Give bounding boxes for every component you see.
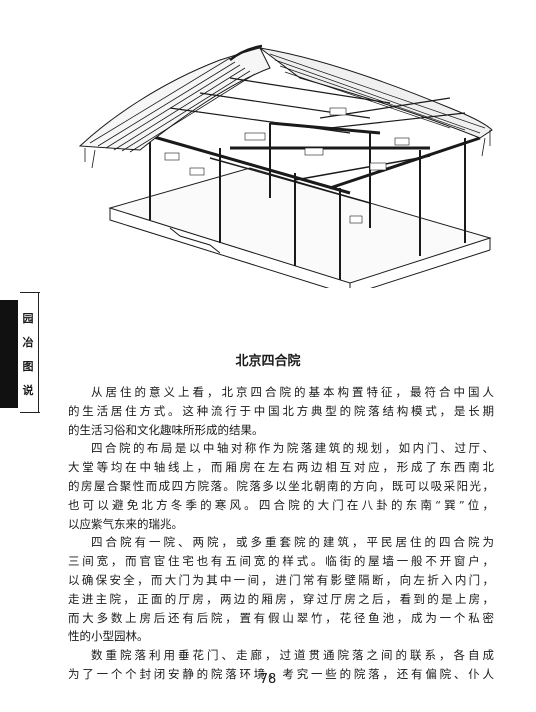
- sidebar-char: 冶: [22, 336, 34, 349]
- sidebar-rule-top: [20, 292, 40, 293]
- text-line: 走进主院，正面的厅房，两边的厢房，穿过厅房之后，看到的是上房，: [68, 591, 494, 606]
- body-text: 从居住的意义上看，北京四合院的基本构置特征，最符合中国人 的生活居住方式。这种流…: [68, 383, 494, 684]
- sidebar-vertical-rule: [38, 292, 39, 412]
- text-line: 而大多数上房后还有后院，置有假山翠竹，花径鱼池，成为一个私密: [68, 610, 494, 625]
- text-line: 的房屋合聚性而成四方院落。院落多以坐北朝南的方向，既可以吸采阳光，: [68, 478, 494, 493]
- section-title: 北京四合院: [235, 354, 301, 369]
- text-line: 大堂等均在中轴线上，而厢房在左右两边相互对应，形成了东西南北: [68, 460, 494, 475]
- chapter-sidebar-tab: 园 冶 图 说: [0, 300, 38, 408]
- sidebar-char: 园: [22, 312, 34, 325]
- text-line: 四合院的布局是以中轴对称作为院落建筑的规划，如内门、过厅、: [91, 441, 494, 456]
- sidebar-rule-bottom: [20, 412, 40, 413]
- text-line: 三间宽，而官宦住宅也有五间宽的样式。临街的屋墙一般不开窗户，: [68, 554, 494, 569]
- text-line: 以应紫气东来的瑞兆。: [68, 516, 183, 531]
- text-line: 也可以避免北方冬季的寒风。四合院的大门在八卦的东南“巽”位，: [68, 497, 494, 512]
- courtyard-frame-illustration: [70, 38, 495, 296]
- text-line: 从居住的意义上看，北京四合院的基本构置特征，最符合中国人: [91, 385, 494, 399]
- sidebar-char: 图: [22, 360, 34, 373]
- text-line: 的生活习俗和文化趣味所形成的结果。: [68, 422, 264, 437]
- text-line: 以确保安全，而大门为其中一间，进门常有影壁隔断，向左折入内门，: [68, 572, 494, 587]
- text-line: 性的小型园林。: [68, 629, 149, 644]
- text-line: 的生活居住方式。这种流行于中国北方典型的院落结构模式，是长期: [68, 403, 494, 418]
- sidebar-chapter-title: 园 冶 图 说: [18, 300, 38, 408]
- text-line: 四合院有一院、两院，或多重套院的建筑，平民居住的四合院为: [91, 535, 494, 550]
- page-number: 78: [259, 672, 277, 687]
- text-line: 为了一个个封闭安静的院落环境。考究一些的院落，还有偏院、仆人: [68, 666, 494, 681]
- sidebar-black-block: [0, 300, 18, 408]
- text-line: 数重院落利用垂花门、走廊，过道贯通院落之间的联系，各自成: [91, 648, 494, 663]
- sidebar-char: 说: [22, 384, 34, 397]
